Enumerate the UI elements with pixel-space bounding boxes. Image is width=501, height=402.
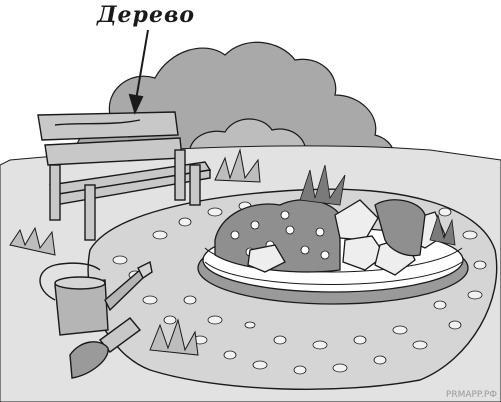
arrow (128, 29, 149, 115)
grass-tuft (299, 164, 456, 246)
wooden-bench (37, 111, 212, 241)
flower-bed (197, 164, 469, 305)
watering-can (39, 260, 153, 336)
grass-tufts (9, 148, 261, 356)
garden-trowel (69, 317, 142, 379)
watermark: PRMAPP.РФ (445, 390, 497, 400)
arrow-label: Дерево (97, 2, 196, 28)
